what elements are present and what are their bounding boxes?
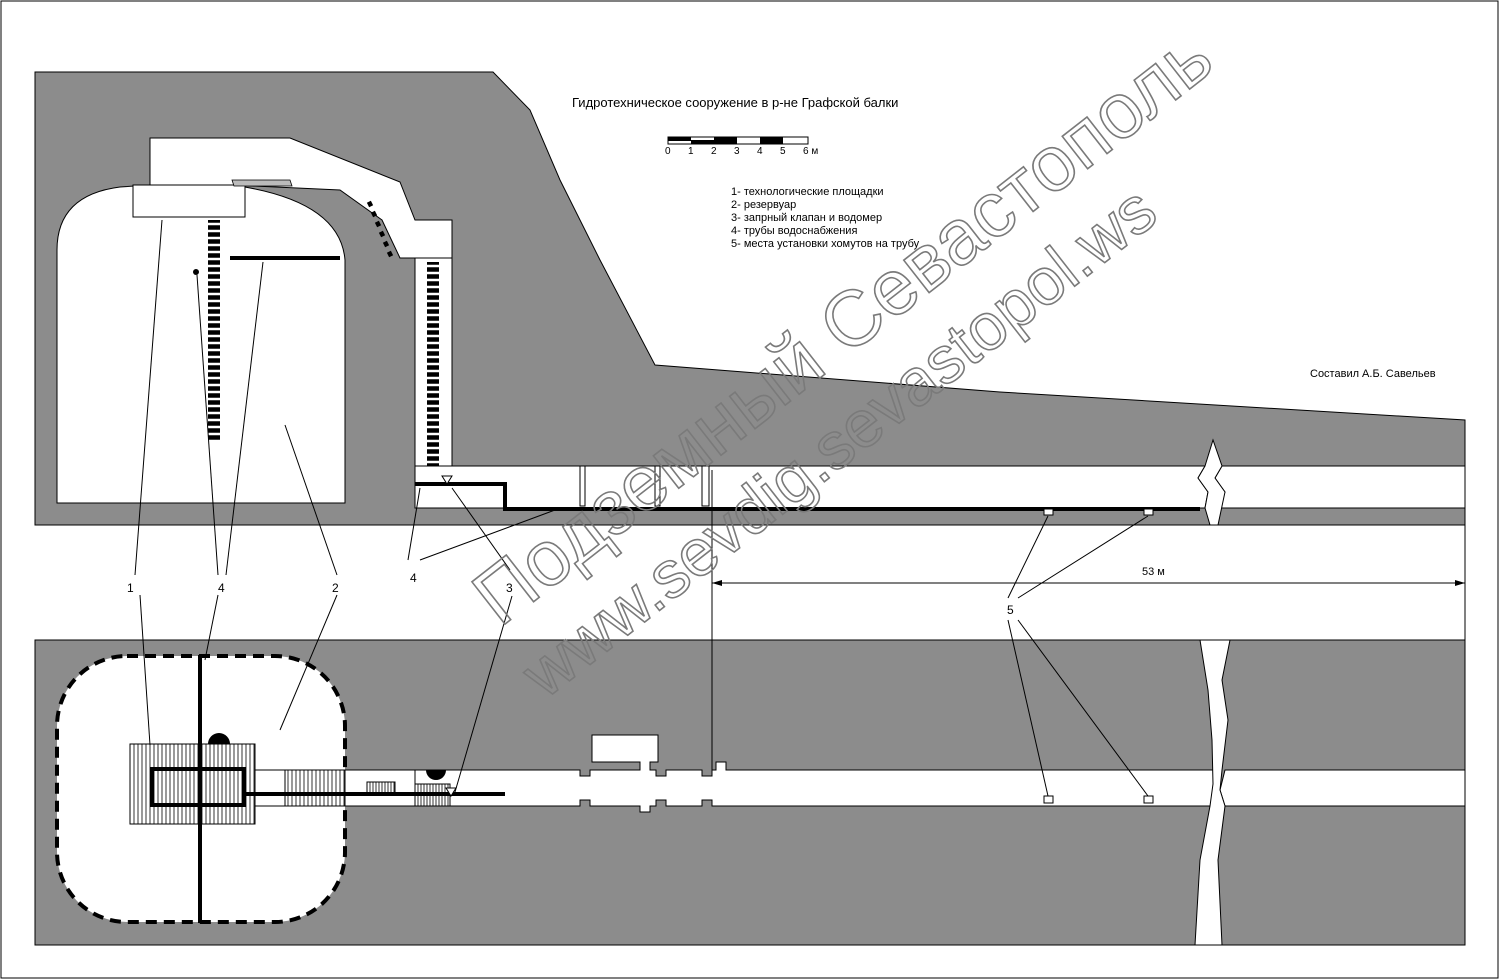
rock-fracture-section — [1197, 438, 1226, 526]
gallery-post — [579, 465, 586, 507]
author-credit: Составил А.Б. Савельев — [1310, 368, 1436, 380]
gallery-post — [654, 465, 661, 507]
legend-item-5: 5- места установки хомутов на трубу — [731, 238, 920, 250]
dome-stairs — [231, 179, 293, 187]
rock-fracture-plan — [1194, 639, 1231, 946]
pump-marker — [208, 733, 230, 744]
scale-tick-label: 4 — [757, 146, 763, 157]
corridor-stairs-plan — [284, 769, 396, 807]
scale-tick-label: 1 — [688, 146, 694, 157]
main-gallery-plan — [414, 734, 1219, 813]
pipe-end-dot — [193, 269, 199, 275]
legend-item-2: 2- резервуар — [731, 199, 796, 211]
legend: 1- технологические площадки 2- резервуар… — [731, 186, 920, 250]
scale-tick-label: 3 — [734, 146, 740, 157]
callout-label-2: 2 — [332, 581, 339, 595]
gallery-post — [701, 465, 710, 507]
clamp-plan — [1143, 795, 1154, 804]
clamp-section — [1143, 508, 1154, 516]
inclined-stairs — [366, 200, 394, 258]
scale-bar — [667, 136, 809, 145]
callout-label-4b: 4 — [410, 571, 417, 585]
main-gallery-plan-far — [1219, 769, 1466, 807]
legend-item-3: 3- запрный клапан и водомер — [731, 212, 882, 224]
legend-item-4: 4- трубы водоснабжения — [731, 225, 857, 237]
legend-item-1: 1- технологические площадки — [731, 186, 884, 198]
chamber-ladder — [208, 220, 220, 443]
water-pipe-section — [415, 482, 1200, 511]
diagram-title: Гидротехническое сооружение в р-не Графс… — [572, 95, 898, 110]
scale-tick-label: 0 — [665, 146, 671, 157]
callout-label-5: 5 — [1007, 603, 1014, 617]
water-pipe-plan-loop — [150, 767, 246, 807]
clamp-plan — [1043, 795, 1054, 804]
reservoir-chamber — [56, 184, 346, 504]
callout-label-3: 3 — [506, 581, 513, 595]
scale-tick-label: 5 — [780, 146, 786, 157]
shaft-ladder — [427, 262, 439, 480]
technological-platform-section — [132, 184, 246, 218]
valve-plan — [445, 787, 457, 797]
plan-view — [34, 639, 1466, 946]
technological-platform-plan — [129, 743, 256, 825]
pump-marker — [426, 770, 446, 780]
valve-section — [441, 475, 453, 485]
section-view — [34, 71, 1466, 526]
callout-label-4a: 4 — [218, 581, 225, 595]
callout-leaders — [134, 219, 1149, 797]
clamp-section — [1043, 508, 1054, 516]
scale-tick-label: 6 м — [803, 146, 818, 157]
scale-tick-label: 2 — [711, 146, 717, 157]
dimension-label: 53 м — [1142, 566, 1165, 578]
dimension-line — [712, 508, 1466, 770]
scale-bar-ticks: 0 1 2 3 4 5 6 м — [665, 146, 818, 157]
callout-label-1: 1 — [127, 581, 134, 595]
main-gallery-section-far — [1214, 465, 1466, 509]
